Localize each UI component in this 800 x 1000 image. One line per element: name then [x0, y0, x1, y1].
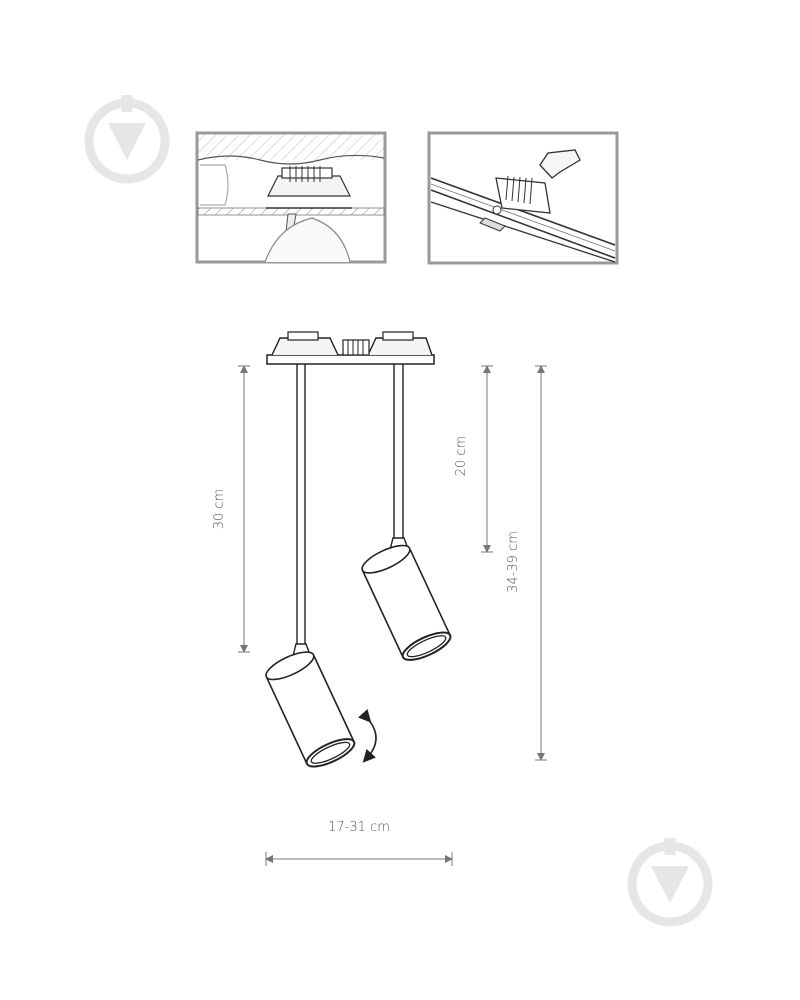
base-plate: [266, 331, 435, 365]
watermark-bottom-right-icon: [627, 838, 713, 927]
dimension-30cm: 30 cm: [212, 365, 250, 653]
rotate-arrow-icon: [357, 708, 377, 763]
total-height-label: 34-39 cm: [506, 531, 521, 593]
right-pendant: [361, 364, 452, 661]
watermark-top-left-icon: [84, 95, 170, 184]
drop-length-label: 20 cm: [454, 436, 469, 477]
dimension-20cm: 20 cm: [454, 365, 493, 553]
ceiling-mount-inset: [195, 131, 387, 264]
dimension-total-height: 34-39 cm: [506, 365, 547, 761]
track-mount-inset: [427, 131, 619, 265]
left-pendant: [265, 364, 377, 768]
width-range-label: 17-31 cm: [328, 820, 390, 835]
stem-length-label: 30 cm: [212, 489, 227, 530]
dimension-width: 17-31 cm: [265, 820, 453, 866]
